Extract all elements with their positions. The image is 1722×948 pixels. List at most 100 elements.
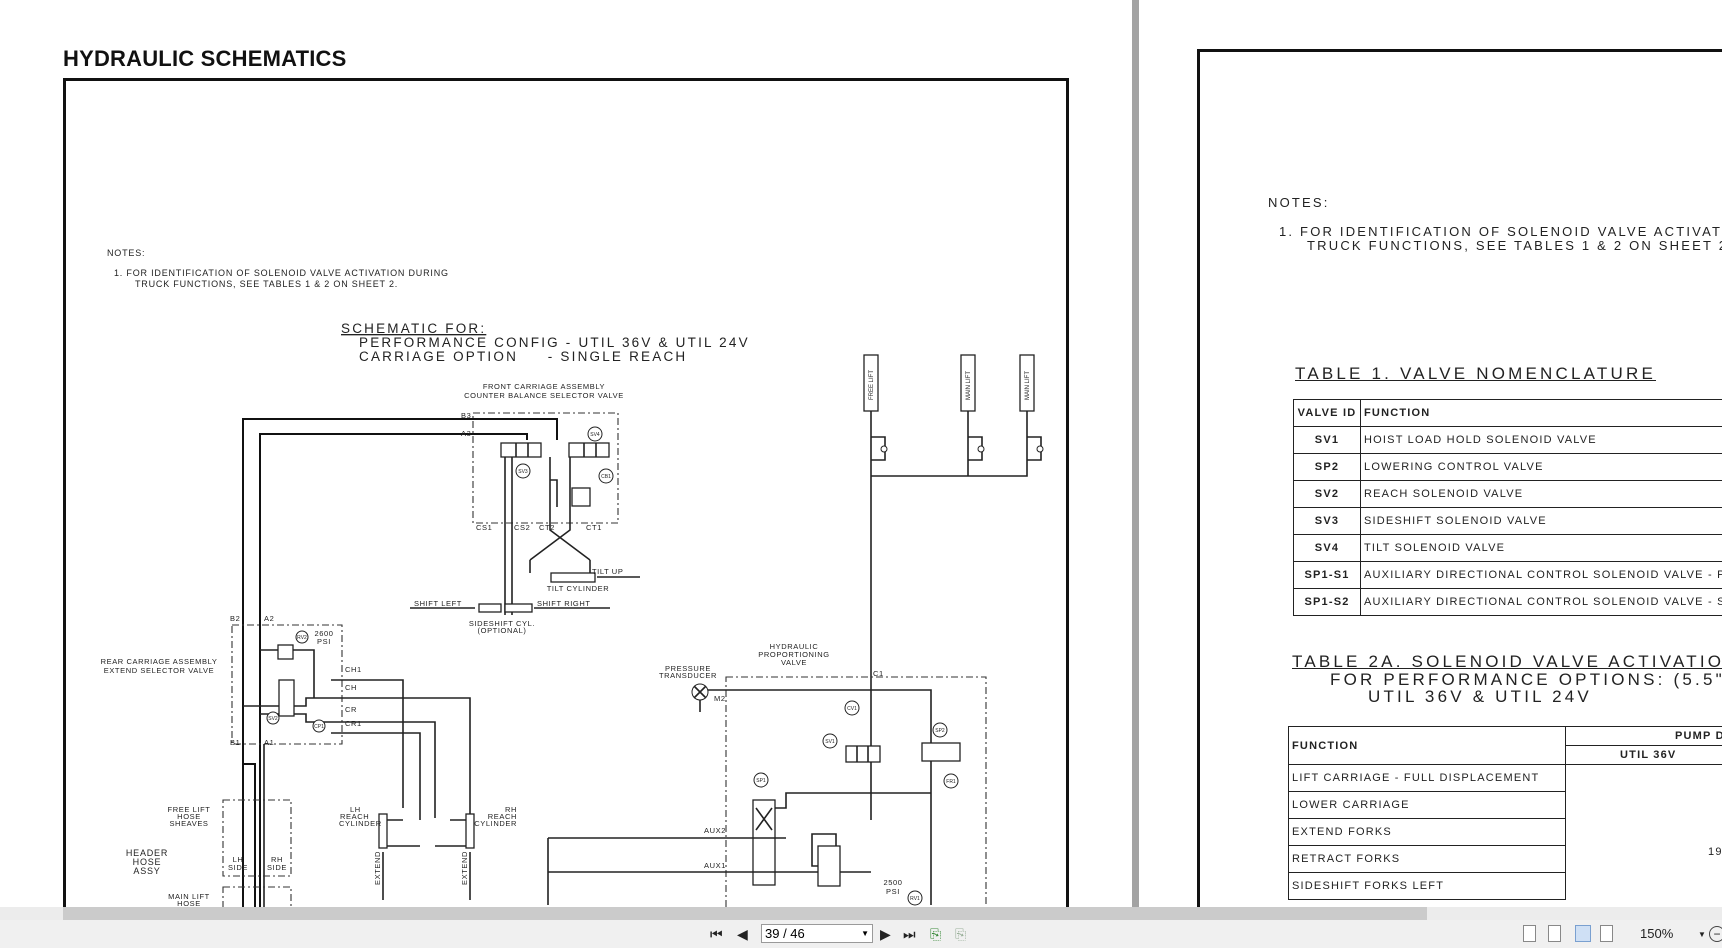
- label: CYLINDER: [339, 819, 382, 828]
- label: SV3: [518, 469, 528, 475]
- table-row: RETRACT FORKS: [1288, 845, 1722, 873]
- label: A3: [461, 429, 471, 438]
- label: CR1: [345, 719, 362, 728]
- hose-sheaves: FREE LIFT HOSE SHEAVES LH SIDE RH SIDE H…: [126, 799, 292, 907]
- label: CT1: [586, 523, 602, 532]
- label: CS1: [476, 523, 492, 532]
- rear-carriage-valve: REAR CARRIAGE ASSEMBLY EXTEND SELECTOR V…: [101, 614, 471, 820]
- hydraulic-schematic: NOTES: 1. FOR IDENTIFICATION OF SOLENOID…: [101, 248, 1044, 907]
- valve-function: HOIST LOAD HOLD SOLENOID VALVE: [1360, 426, 1722, 454]
- chevron-down-icon[interactable]: ▼: [861, 929, 869, 938]
- zoom-dropdown-icon[interactable]: ▼: [1698, 929, 1706, 939]
- valve-function: LOWERING CONTROL VALVE: [1360, 453, 1722, 481]
- note-line-1: 1. FOR IDENTIFICATION OF SOLENOID VALVE …: [114, 268, 449, 278]
- page-number-value: 39 / 46: [765, 926, 805, 941]
- label: (OPTIONAL): [478, 626, 527, 635]
- header-function: FUNCTION: [1288, 726, 1566, 765]
- zoom-out-icon[interactable]: −: [1709, 926, 1722, 942]
- label: AUX1: [704, 861, 726, 870]
- table-row: LOWER CARRIAGE: [1288, 791, 1722, 819]
- label: SIDESHIFT CYL.: [469, 619, 535, 628]
- next-page-icon[interactable]: ▶: [880, 925, 891, 942]
- label: C1: [873, 669, 884, 678]
- zoom-level[interactable]: 150%: [1640, 926, 1674, 941]
- table2a-subtitle-1: FOR PERFORMANCE OPTIONS: (5.5" I: [1330, 670, 1722, 689]
- label: SHEAVES: [169, 819, 208, 828]
- label: FREE LIFT: [168, 805, 211, 814]
- label: RV1: [910, 896, 920, 902]
- label: HOSE: [177, 899, 201, 907]
- page-title: HYDRAULIC SCHEMATICS: [63, 46, 347, 71]
- valve-function: AUXILIARY DIRECTIONAL CONTROL SOLENOID V…: [1360, 561, 1722, 589]
- label: COUNTER BALANCE SELECTOR VALVE: [464, 391, 624, 400]
- label: FREE LIFT: [869, 370, 875, 400]
- label: CS2: [514, 523, 530, 532]
- label: HYDRAULIC: [770, 642, 819, 651]
- label: VALVE: [781, 658, 807, 667]
- label: SV1: [825, 739, 835, 745]
- table2a-title: TABLE 2A. SOLENOID VALVE ACTIVATIO: [1292, 652, 1722, 671]
- horizontal-scrollbar[interactable]: [0, 907, 1722, 920]
- label: ASSY: [133, 866, 160, 876]
- label: CH: [345, 683, 357, 692]
- label: B3: [461, 411, 471, 420]
- label: M2: [714, 694, 726, 703]
- valve-id: SV2: [1293, 480, 1361, 508]
- front-carriage-valve: FRONT CARRIAGE ASSEMBLY COUNTER BALANCE …: [410, 382, 640, 635]
- reach-cylinders: LH REACH CYLINDER RH REACH CYLINDER EXTE…: [339, 805, 517, 900]
- facing-view-icon[interactable]: [1575, 925, 1591, 942]
- label: RH: [271, 855, 283, 864]
- label: B1: [230, 738, 240, 747]
- function-cell: RETRACT FORKS: [1288, 845, 1566, 873]
- function-cell: EXTEND FORKS: [1288, 818, 1566, 846]
- label: EXTEND: [373, 851, 382, 885]
- label: LH: [350, 805, 361, 814]
- valve-id: SV4: [1293, 534, 1361, 562]
- valve-function: REACH SOLENOID VALVE: [1360, 480, 1722, 508]
- label: EXTEND: [460, 851, 469, 885]
- valve-id: SP1-S1: [1293, 561, 1361, 589]
- label: HOSE: [177, 812, 201, 821]
- header-pump: PUMP DI: [1565, 726, 1722, 746]
- valve-function: AUXILIARY DIRECTIONAL CONTROL SOLENOID V…: [1360, 588, 1722, 616]
- header-util-36v: UTIL 36V: [1565, 745, 1722, 765]
- label: RH: [505, 805, 517, 814]
- note-line-2: TRUCK FUNCTIONS, SEE TABLES 1 & 2 ON SHE…: [135, 279, 398, 289]
- label: A1: [264, 738, 274, 747]
- page-divider: [1132, 0, 1139, 907]
- single-page-view-icon[interactable]: [1523, 925, 1536, 942]
- hydraulic-proportioning-valve: HYDRAULIC PROPORTIONING VALVE C1 PRESSUR…: [547, 642, 987, 907]
- last-page-icon[interactable]: ⏭: [903, 925, 916, 942]
- label: HEADER: [126, 848, 168, 858]
- previous-view-icon[interactable]: ⎘: [930, 925, 942, 942]
- valve-id: SV3: [1293, 507, 1361, 535]
- schematic-for-line-2: CARRIAGE OPTION - SINGLE REACH: [359, 349, 687, 364]
- scrollbar-thumb[interactable]: [63, 907, 1427, 920]
- continuous-facing-view-icon[interactable]: [1600, 925, 1613, 942]
- label: REAR CARRIAGE ASSEMBLY: [101, 657, 218, 666]
- continuous-view-icon[interactable]: [1548, 925, 1561, 942]
- label: AUX2: [704, 826, 726, 835]
- label: PRESSURE: [665, 664, 711, 673]
- valve-id: SV1: [1293, 426, 1361, 454]
- label: PSI: [317, 637, 331, 646]
- label: MAIN LIFT: [168, 892, 210, 901]
- label: SV2: [268, 716, 278, 722]
- function-cell: LIFT CARRIAGE - FULL DISPLACEMENT: [1288, 764, 1566, 792]
- page-number-field[interactable]: 39 / 46 ▼: [761, 924, 873, 943]
- label: SIDE: [267, 863, 287, 872]
- first-page-icon[interactable]: ⏮: [710, 925, 723, 942]
- label: FR1: [946, 779, 956, 785]
- header-function: FUNCTION: [1360, 399, 1722, 427]
- label: CB1: [601, 474, 611, 480]
- label: CV1: [847, 706, 857, 712]
- label: FRONT CARRIAGE ASSEMBLY: [483, 382, 605, 391]
- previous-page-icon[interactable]: ◀: [737, 925, 748, 942]
- value-cell: 19: [1565, 764, 1722, 900]
- next-view-icon[interactable]: ⎘: [955, 925, 967, 942]
